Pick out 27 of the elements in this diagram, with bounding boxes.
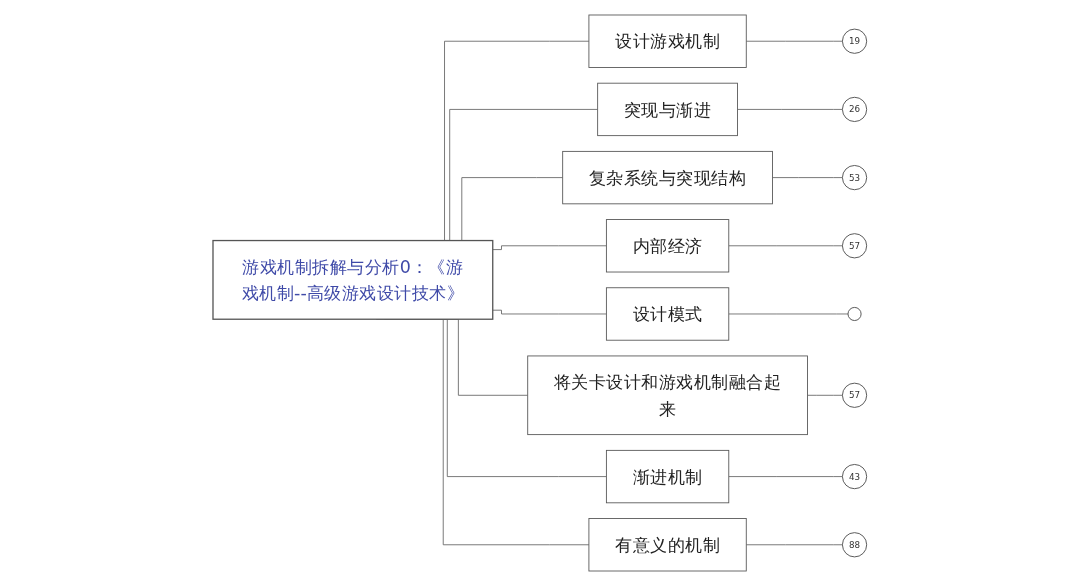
node-box: 游戏机制拆解与分析0：《游戏机制--高级游戏设计技术》 xyxy=(212,239,494,320)
connector xyxy=(737,108,844,110)
connector xyxy=(807,394,844,396)
connector xyxy=(728,476,844,478)
node-box: 有意义的机制 xyxy=(588,518,747,572)
node-box: 突现与渐进 xyxy=(597,82,739,137)
node-box: 设计游戏机制 xyxy=(588,14,747,68)
connector xyxy=(728,313,849,315)
node-box: 将关卡设计和游戏机制融合起来 xyxy=(527,355,809,436)
connector xyxy=(728,245,844,247)
node-box: 渐进机制 xyxy=(606,449,730,504)
node-box: 设计模式 xyxy=(606,287,730,341)
node-circle: 43 xyxy=(842,464,868,490)
node-circle: 26 xyxy=(842,96,868,122)
node-box: 复杂系统与突现结构 xyxy=(562,150,774,205)
node-circle xyxy=(847,307,862,321)
connector xyxy=(492,309,607,315)
node-circle: 53 xyxy=(842,165,868,191)
connector xyxy=(772,177,844,179)
node-circle: 88 xyxy=(842,532,868,558)
connector xyxy=(492,245,607,250)
connector xyxy=(746,544,844,546)
node-circle: 57 xyxy=(842,233,868,259)
connector xyxy=(746,40,844,42)
node-circle: 57 xyxy=(842,382,868,408)
node-circle: 19 xyxy=(842,28,868,54)
node-box: 内部经济 xyxy=(606,219,730,273)
